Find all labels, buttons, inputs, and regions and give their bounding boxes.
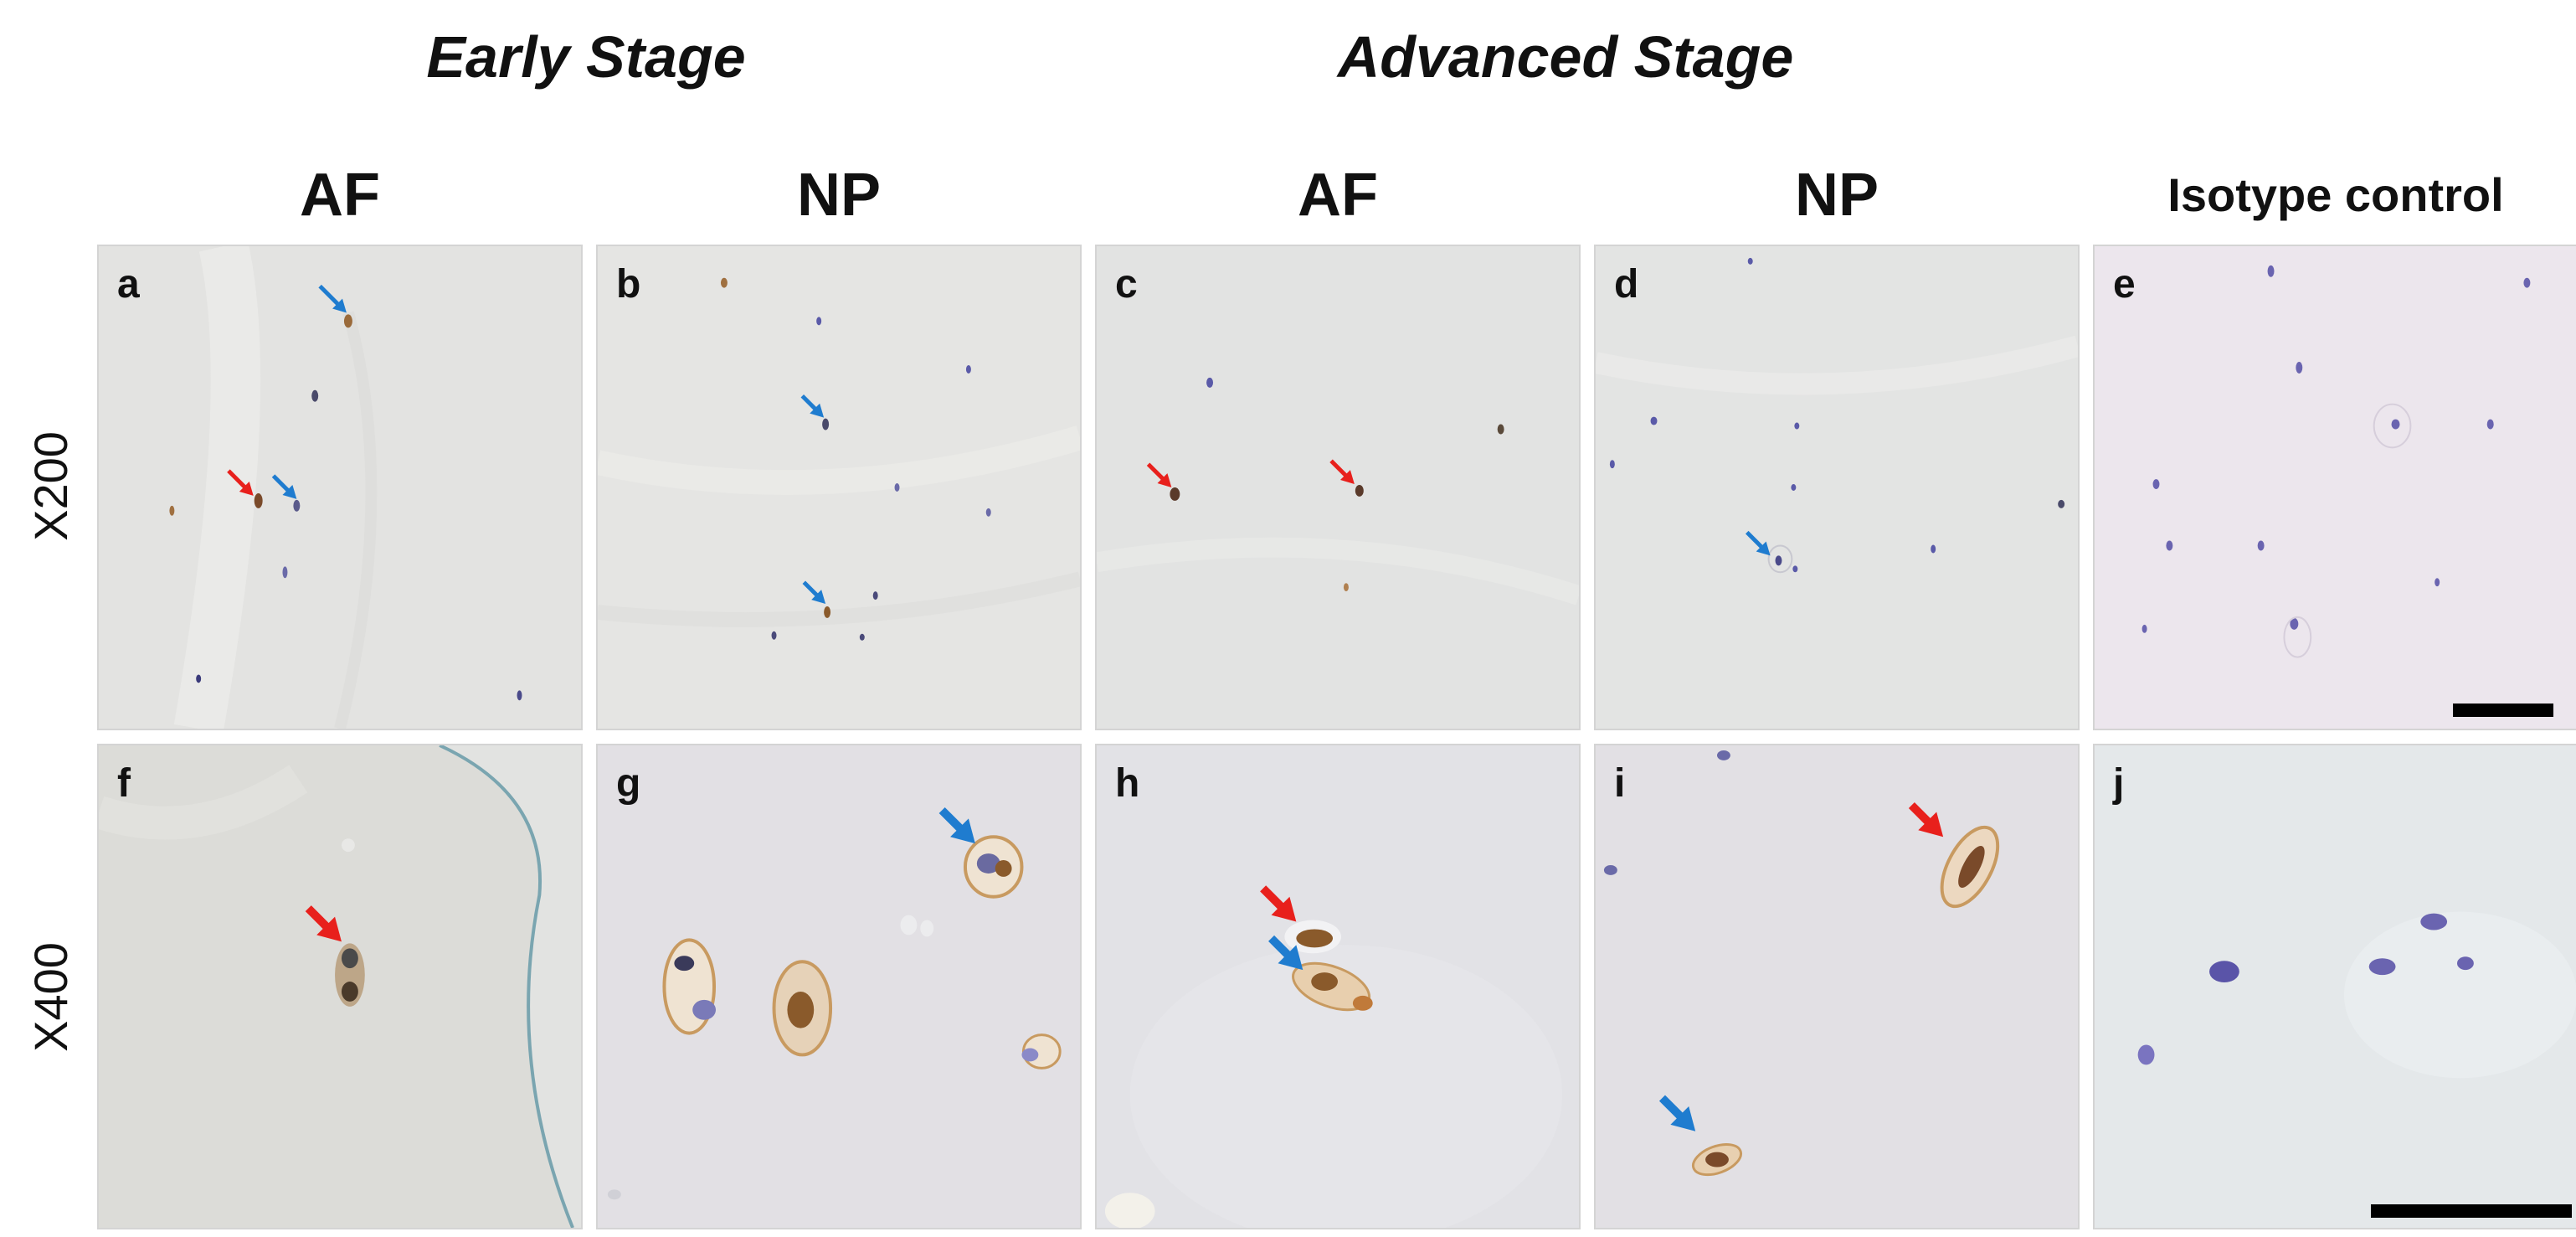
panel-f: f — [97, 744, 583, 1229]
column-header-af-advanced: AF — [1298, 162, 1378, 229]
blue-arrow-icon — [1745, 530, 1771, 556]
blue-arrow-icon — [1658, 1095, 1696, 1131]
panel-h: h — [1095, 744, 1581, 1229]
panel-letter-b: b — [616, 262, 641, 307]
panel-d: d — [1594, 245, 2080, 730]
panel-letter-c: c — [1115, 262, 1138, 307]
blue-arrow-icon — [271, 474, 297, 499]
panel-letter-i: i — [1614, 761, 1626, 806]
red-arrow-icon — [305, 905, 342, 942]
micrograph-g — [598, 745, 1080, 1228]
row-label-x200: X200 — [23, 360, 77, 611]
panel-b: b — [596, 245, 1082, 730]
blue-arrow-icon — [800, 394, 825, 418]
scale-bar-x200 — [2453, 704, 2553, 717]
micrograph-d — [1596, 246, 2078, 729]
red-arrow-icon — [1146, 462, 1172, 487]
panel-letter-e: e — [2113, 262, 2136, 307]
panel-letter-f: f — [117, 761, 131, 806]
panel-a: a — [97, 245, 583, 730]
blue-arrow-icon — [1268, 935, 1303, 971]
advanced-stage-title: Advanced Stage — [1337, 24, 1794, 90]
blue-arrow-icon — [802, 580, 826, 605]
column-header-af-early: AF — [300, 162, 380, 229]
red-arrow-icon — [1908, 801, 1944, 838]
red-arrow-icon — [1329, 459, 1355, 485]
red-arrow-icon — [1260, 885, 1297, 922]
column-header-np-advanced: NP — [1794, 162, 1879, 229]
blue-arrow-icon — [318, 284, 347, 313]
row-label-x400-text: X400 — [23, 941, 77, 1052]
panel-i: i — [1594, 744, 2080, 1229]
panel-c: c — [1095, 245, 1581, 730]
panel-g: g — [596, 744, 1082, 1229]
micrograph-c — [1097, 246, 1579, 729]
row-label-x400: X400 — [23, 871, 77, 1122]
panel-e: e — [2093, 245, 2576, 730]
panel-letter-d: d — [1614, 262, 1639, 307]
early-stage-title: Early Stage — [426, 24, 746, 90]
micrograph-b — [598, 246, 1080, 729]
micrograph-h — [1097, 745, 1579, 1228]
scale-bar-x400 — [2371, 1204, 2572, 1218]
panel-letter-g: g — [616, 761, 641, 806]
panel-j: j — [2093, 744, 2576, 1229]
column-header-np-early: NP — [796, 162, 882, 229]
panel-letter-j: j — [2113, 761, 2125, 806]
micrograph-a — [99, 246, 581, 729]
column-header-isotype-control: Isotype control — [2167, 168, 2504, 221]
micrograph-e — [2095, 246, 2576, 729]
micrograph-i — [1596, 745, 2078, 1228]
panel-letter-a: a — [117, 262, 140, 307]
panel-letter-h: h — [1115, 761, 1140, 806]
red-arrow-icon — [227, 469, 254, 496]
micrograph-f — [99, 745, 581, 1228]
micrograph-j — [2095, 745, 2576, 1228]
row-label-x200-text: X200 — [23, 430, 77, 541]
blue-arrow-icon — [938, 807, 975, 844]
